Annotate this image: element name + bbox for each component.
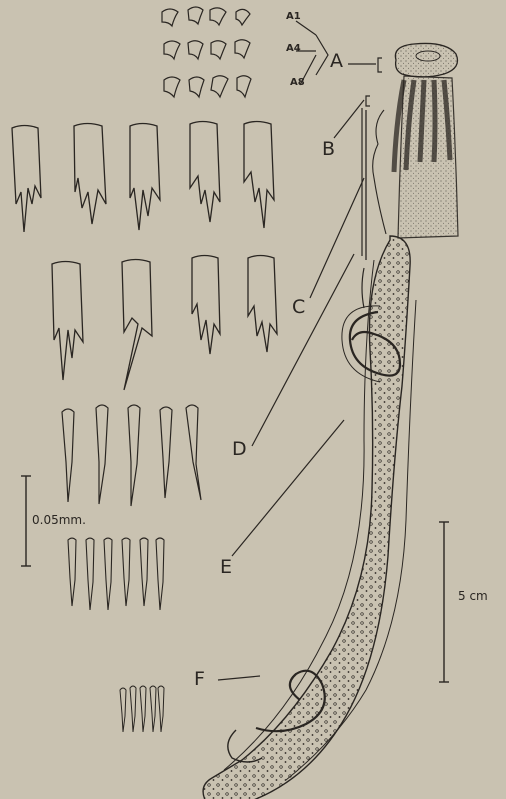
hook-a-row-1	[162, 7, 250, 26]
hook-c-1	[52, 262, 83, 381]
hooks-a-group	[162, 7, 251, 97]
label-f: F	[194, 670, 205, 689]
hook-e-3	[104, 538, 112, 610]
hooks-d-group	[62, 405, 201, 506]
micro-scale-bar	[21, 476, 31, 566]
hook-c-2	[122, 260, 152, 391]
hooks-c-group	[52, 256, 277, 391]
label-e: E	[220, 558, 232, 577]
label-a4: A4	[286, 44, 301, 54]
macro-scale-label: 5 cm	[458, 590, 488, 602]
hook-e-2	[86, 538, 94, 610]
hooks-b-group	[12, 122, 274, 233]
hook-c-4	[248, 256, 277, 353]
hook-f-5	[158, 686, 164, 732]
hook-d-1	[62, 409, 74, 502]
hook-a-row-3	[164, 76, 251, 97]
hooks-f-group	[120, 686, 164, 732]
label-a1: A1	[286, 12, 301, 22]
label-a: A	[330, 52, 343, 71]
body-outline	[203, 236, 410, 799]
hook-e-1	[68, 538, 76, 606]
hook-d-3	[128, 405, 140, 506]
micro-scale-label: 0.05mm.	[32, 514, 86, 526]
hook-b-2	[74, 124, 106, 225]
scolex-head	[395, 43, 457, 77]
macro-scale-bar	[439, 522, 449, 682]
hook-d-4	[160, 407, 172, 498]
label-b: B	[322, 140, 335, 159]
hook-b-4	[190, 122, 220, 223]
label-c: C	[292, 298, 305, 317]
hook-b-1	[12, 126, 41, 233]
hook-b-5	[244, 122, 274, 229]
hook-f-2	[130, 686, 136, 732]
hook-d-5	[186, 405, 201, 500]
hook-a-row-2	[164, 40, 250, 59]
label-a8: A8	[290, 78, 305, 88]
hook-e-4	[122, 538, 130, 606]
leader-lines	[218, 21, 382, 680]
hook-b-3	[130, 124, 160, 231]
hook-d-2	[96, 405, 108, 504]
hook-f-3	[140, 686, 146, 732]
hook-f-4	[150, 686, 156, 732]
hooks-e-group	[68, 538, 164, 610]
label-d: D	[232, 440, 247, 459]
hook-f-1	[120, 688, 126, 732]
hook-e-5	[140, 538, 148, 606]
hook-c-3	[192, 256, 220, 355]
hook-e-6	[156, 538, 164, 610]
